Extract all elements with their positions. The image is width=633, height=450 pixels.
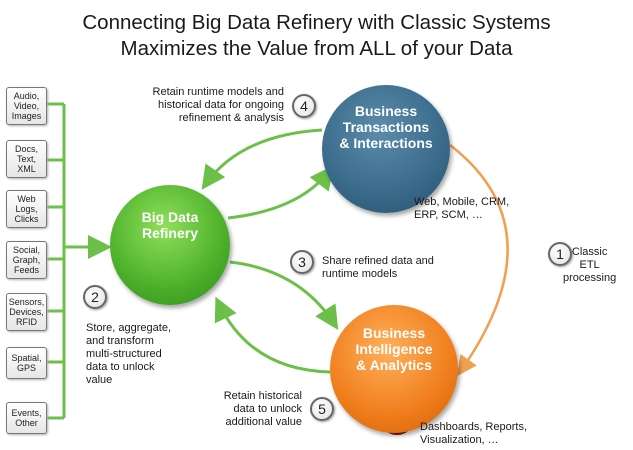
diagram-title-line2: Maximizes the Value from ALL of your Dat… — [120, 37, 513, 60]
node-transactions-label: Business Transactions & Interactions — [339, 103, 433, 151]
step-5-text: Retain historical data to unlock additio… — [223, 390, 302, 428]
arrow-transactions-to-refinery — [201, 128, 323, 190]
arrow-refinery-to-transactions — [227, 165, 334, 220]
step-1-badge: 1 — [548, 242, 572, 266]
source-social-graph-feeds: Social, Graph, Feeds — [6, 241, 47, 279]
step-1-text: Classic ETL processing — [563, 246, 617, 284]
node-refinery-label: Big Data Refinery — [141, 209, 199, 241]
node-business-transactions: Business Transactions & Interactions — [322, 85, 450, 213]
step-3-text: Share refined data and runtime models — [322, 255, 434, 280]
node-business-intelligence: Business Intelligence & Analytics — [330, 305, 458, 433]
step-2-text: Store, aggregate, and transform multi-st… — [86, 322, 172, 386]
intelligence-caption: Dashboards, Reports, Visualization, … — [420, 421, 527, 446]
step-5-badge: 5 — [310, 397, 334, 421]
source-events-other: Events, Other — [6, 402, 47, 434]
step-4-text: Retain runtime models and historical dat… — [152, 86, 284, 124]
step-3-badge: 3 — [290, 250, 314, 274]
diagram-title-line1: Connecting Big Data Refinery with Classi… — [82, 11, 551, 34]
node-intelligence-label: Business Intelligence & Analytics — [355, 325, 433, 373]
source-audio-video-images: Audio, Video, Images — [6, 87, 47, 125]
step-2-badge: 2 — [83, 285, 107, 309]
arrow-etl — [449, 144, 509, 377]
source-sensors-devices-rfid: Sensors, Devices, RFID — [6, 293, 47, 331]
arrow-refinery-to-intelligence — [229, 260, 339, 331]
source-bracket — [46, 102, 66, 420]
transactions-caption: Web, Mobile, CRM, ERP, SCM, … — [414, 196, 510, 221]
source-docs-text-xml: Docs, Text, XML — [6, 140, 47, 178]
source-spatial-gps: Spatial, GPS — [6, 347, 47, 379]
source-web-logs-clicks: Web Logs, Clicks — [6, 190, 47, 228]
arrow-intelligence-to-refinery — [214, 296, 331, 374]
step-4-badge: 4 — [292, 94, 316, 118]
node-big-data-refinery: Big Data Refinery — [110, 185, 230, 305]
